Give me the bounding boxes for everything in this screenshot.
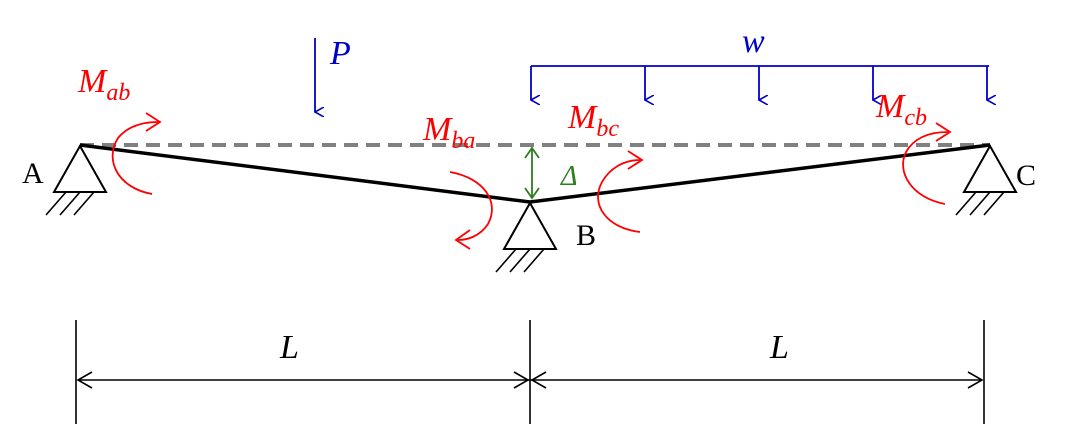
moment-cb-arrow bbox=[902, 122, 952, 205]
label-moment-bc: Mbc bbox=[567, 99, 619, 142]
label-support-c: C bbox=[1016, 159, 1036, 192]
distributed-load bbox=[531, 65, 989, 100]
label-deflection: Δ bbox=[560, 161, 577, 192]
moment-ba-arrow bbox=[449, 171, 493, 250]
deflection-dimension bbox=[524, 146, 540, 200]
span-dimension bbox=[75, 320, 985, 424]
support-a bbox=[45, 143, 108, 216]
label-support-b: B bbox=[576, 219, 596, 252]
label-distributed-load: w bbox=[742, 23, 765, 60]
label-span-ab: L bbox=[279, 329, 299, 366]
label-moment-cb: Mcb bbox=[875, 88, 927, 131]
moment-bc-arrow bbox=[597, 150, 644, 233]
label-moment-ba: Mba bbox=[422, 111, 475, 154]
moment-ab-arrow bbox=[111, 112, 162, 195]
label-moment-ab: Mab bbox=[77, 63, 130, 106]
support-c bbox=[955, 143, 1018, 216]
support-b bbox=[495, 200, 558, 273]
label-support-a: A bbox=[22, 157, 44, 190]
label-point-load: P bbox=[329, 35, 351, 72]
label-span-bc: L bbox=[769, 329, 789, 366]
